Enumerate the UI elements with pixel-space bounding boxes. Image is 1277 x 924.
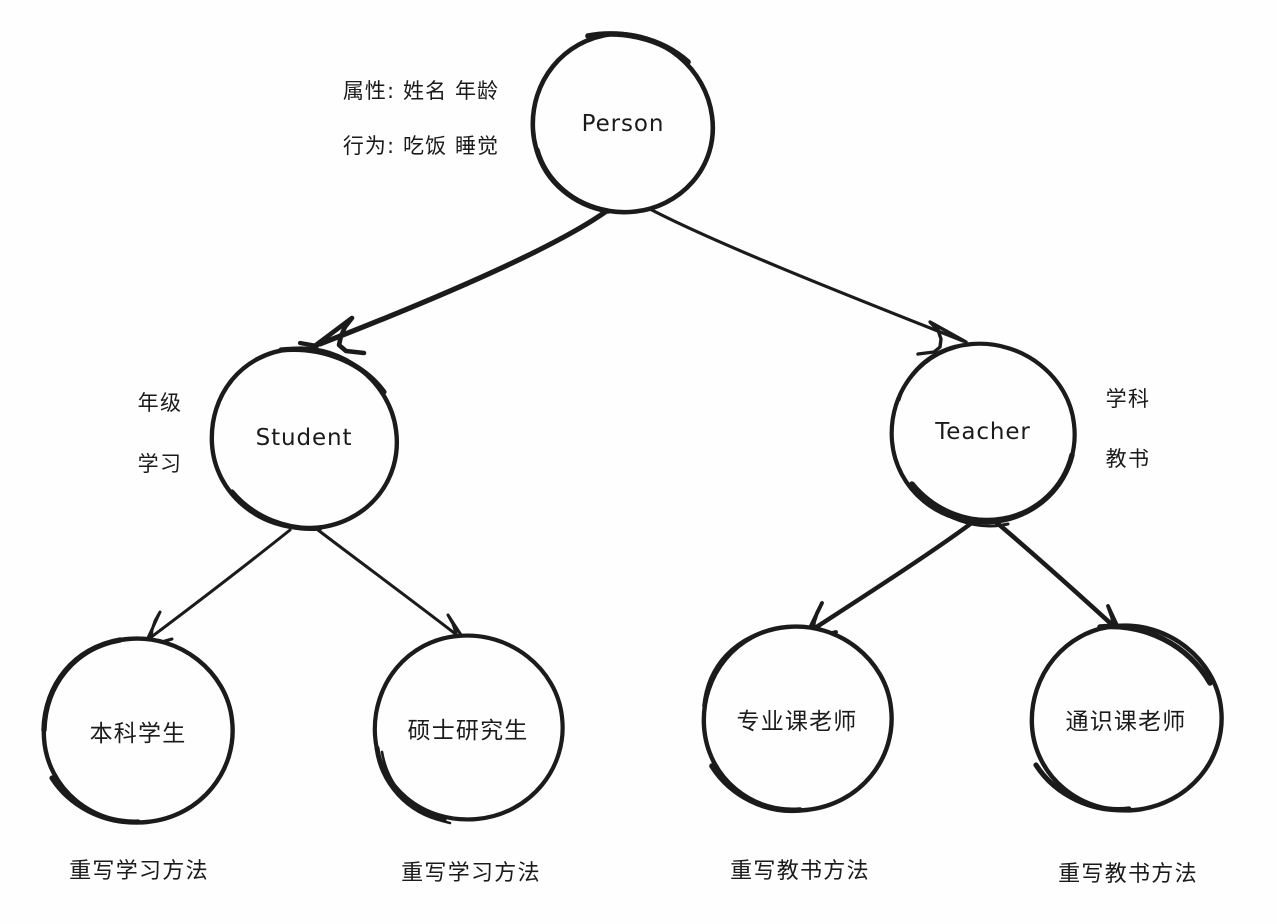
node-circle-person[interactable] xyxy=(530,31,716,215)
teacher-behavior-label: 教书 xyxy=(1105,447,1151,471)
node-circle-major-teacher[interactable] xyxy=(701,624,894,814)
caption-undergraduate: 重写学习方法 xyxy=(69,859,209,884)
edge-student-undergraduate xyxy=(129,528,292,645)
caption-master: 重写学习方法 xyxy=(401,861,541,886)
node-circle-general-teacher[interactable] xyxy=(1029,623,1224,813)
teacher-attribute-label: 学科 xyxy=(1105,387,1151,411)
person-attributes-label: 属性: 姓名 年龄 xyxy=(342,79,500,103)
caption-major-teacher: 重写教书方法 xyxy=(730,859,870,884)
caption-general-teacher: 重写教书方法 xyxy=(1058,862,1198,887)
student-behavior-label: 学习 xyxy=(137,452,183,476)
node-circle-master[interactable] xyxy=(372,633,565,825)
edge-person-student xyxy=(297,204,615,356)
edge-teacher-general xyxy=(993,519,1124,641)
edge-person-teacher xyxy=(646,206,968,356)
edge-student-master xyxy=(316,528,467,647)
node-circle-undergraduate[interactable] xyxy=(41,636,235,825)
person-behaviors-label: 行为: 吃饭 睡觉 xyxy=(342,134,500,158)
student-attribute-label: 年级 xyxy=(137,391,183,415)
node-circle-teacher[interactable] xyxy=(889,341,1077,528)
node-circle-layer xyxy=(41,31,1224,825)
edge-teacher-major xyxy=(788,519,976,638)
node-circle-student[interactable] xyxy=(209,346,400,532)
